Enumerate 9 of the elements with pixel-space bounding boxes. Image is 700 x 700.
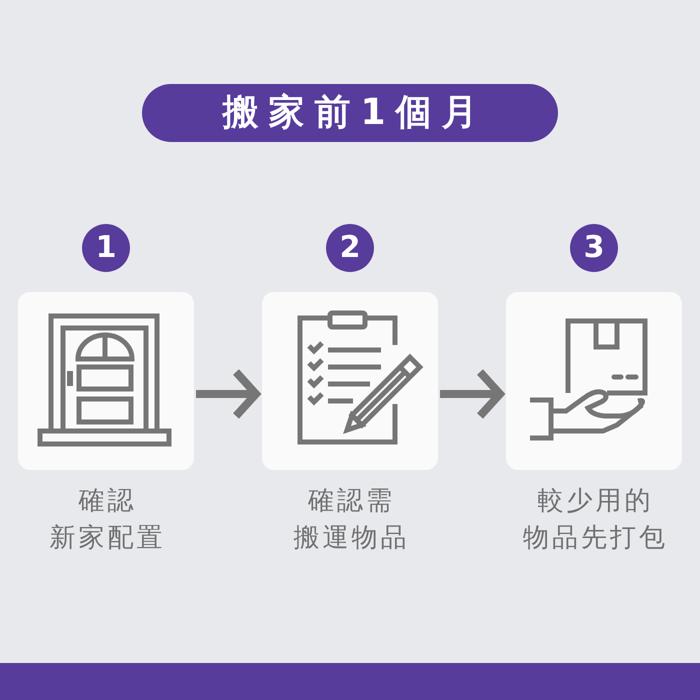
number-badge: 3 bbox=[570, 224, 618, 272]
number-badge: 2 bbox=[326, 224, 374, 272]
step-caption: 確認新家配置 bbox=[48, 485, 166, 555]
title-banner: 搬家前1個月 bbox=[142, 84, 558, 142]
number-badge: 1 bbox=[82, 224, 130, 272]
arrow bbox=[196, 368, 260, 420]
step-caption: 較少用的物品先打包 bbox=[522, 485, 669, 555]
step-caption: 確認需搬運物品 bbox=[292, 485, 410, 555]
arrow bbox=[440, 368, 504, 420]
